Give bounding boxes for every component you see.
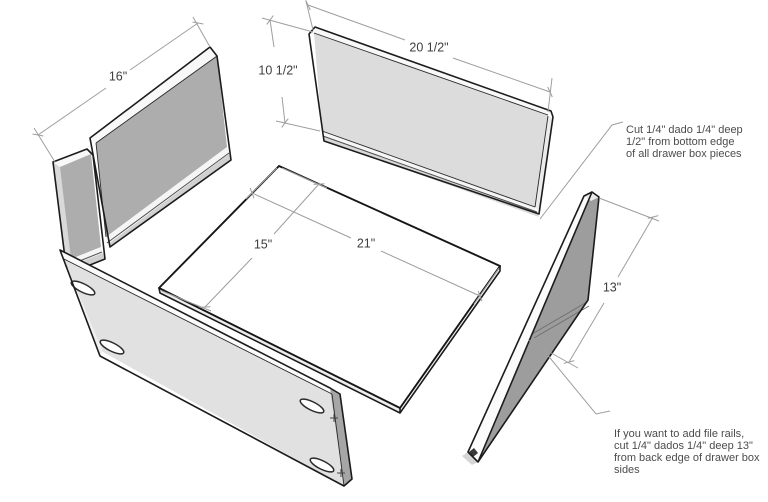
file-rail-note-line-4: sides bbox=[614, 464, 640, 476]
bottom-panel-thickness-left bbox=[159, 288, 400, 413]
front-panel-facet-lines bbox=[63, 258, 345, 487]
dimension-label-21: 21" bbox=[357, 236, 375, 250]
dado-note-line-3: of all drawer box pieces bbox=[626, 148, 742, 160]
front-panel-outline bbox=[59, 249, 353, 487]
back-panel-face bbox=[314, 33, 548, 207]
left-panel-end-edge bbox=[53, 162, 73, 266]
dimension-20-1-2: 20 1/2" bbox=[305, 0, 553, 113]
dimension-21: 21" bbox=[245, 167, 500, 305]
left-side-panel-main-section bbox=[89, 46, 232, 248]
left-side-panel bbox=[52, 46, 232, 272]
bottom-panel-face bbox=[159, 166, 500, 408]
file-rail-note-line-1: If you want to add file rails, bbox=[614, 428, 744, 440]
left-panel-face bbox=[96, 56, 227, 237]
left-panel-facet-lines bbox=[95, 55, 218, 238]
right-panel-front-edge bbox=[468, 192, 592, 462]
pocket-hole-icon bbox=[299, 398, 325, 414]
left-panel-outline bbox=[89, 46, 232, 248]
left-panel-top-edge bbox=[90, 47, 217, 143]
dimension-13: 13" bbox=[527, 197, 660, 369]
back-panel-right-edge bbox=[535, 116, 553, 212]
back-panel bbox=[308, 26, 554, 217]
left-panel-bottom-strip bbox=[108, 154, 231, 247]
back-panel-facet-lines bbox=[313, 32, 549, 208]
front-panel-top-edge bbox=[60, 250, 332, 394]
dimension-label-16: 16" bbox=[109, 69, 127, 83]
left-panel-front-face bbox=[60, 154, 101, 259]
back-panel-top-edge bbox=[310, 28, 551, 116]
dado-note-line-1: Cut 1/4" dado 1/4" deep bbox=[626, 124, 743, 136]
file-rail-note-line-3: from back edge of drawer box bbox=[614, 452, 760, 464]
left-panel-dado-line bbox=[106, 152, 230, 244]
dado-note-line-2: 1/2" from bottom edge bbox=[626, 136, 734, 148]
right-panel-bottom-edge bbox=[462, 452, 478, 465]
back-panel-dado-groove-line bbox=[322, 135, 538, 213]
front-panel-right-edge bbox=[330, 388, 352, 486]
dimension-label-20-1-2: 20 1/2" bbox=[409, 40, 448, 54]
file-rail-note: If you want to add file rails, cut 1/4" … bbox=[531, 335, 760, 476]
annotations: Cut 1/4" dado 1/4" deep 1/2" from bottom… bbox=[531, 121, 760, 476]
front-panel-face bbox=[64, 259, 344, 486]
left-panel-front-top-edge bbox=[53, 149, 93, 167]
dimension-label-15: 15" bbox=[254, 237, 272, 251]
pocket-hole-icon bbox=[99, 339, 125, 355]
dimension-16: 16" bbox=[32, 16, 211, 163]
back-panel-dado-highlight bbox=[322, 131, 536, 211]
dado-note-leader-line bbox=[539, 121, 624, 220]
file-rail-note-leader-line bbox=[531, 335, 611, 415]
file-rail-note-line-2: cut 1/4" dados 1/4" deep 13" bbox=[614, 440, 753, 452]
right-panel-inside-face bbox=[478, 192, 599, 462]
right-side-panel bbox=[462, 191, 600, 465]
dimension-15: 15" bbox=[161, 167, 328, 312]
dimension-10-1-2: 10 1/2" bbox=[258, 15, 321, 132]
dado-note: Cut 1/4" dado 1/4" deep 1/2" from bottom… bbox=[539, 121, 743, 220]
dimensions: 16" 10 1/2" 20 1/2" 15" 21" bbox=[32, 0, 660, 369]
bottom-panel-outline bbox=[158, 165, 501, 409]
bottom-panel-thickness-outline bbox=[158, 265, 501, 414]
screw-center-marks bbox=[330, 414, 345, 477]
right-panel-outline bbox=[467, 191, 600, 463]
left-panel-dado-highlight bbox=[106, 147, 229, 243]
front-panel bbox=[59, 249, 353, 487]
pocket-hole-icon bbox=[309, 457, 335, 473]
back-panel-outline bbox=[308, 26, 554, 215]
dimension-label-10-1-2: 10 1/2" bbox=[258, 63, 297, 77]
dimension-label-13: 13" bbox=[603, 280, 621, 294]
